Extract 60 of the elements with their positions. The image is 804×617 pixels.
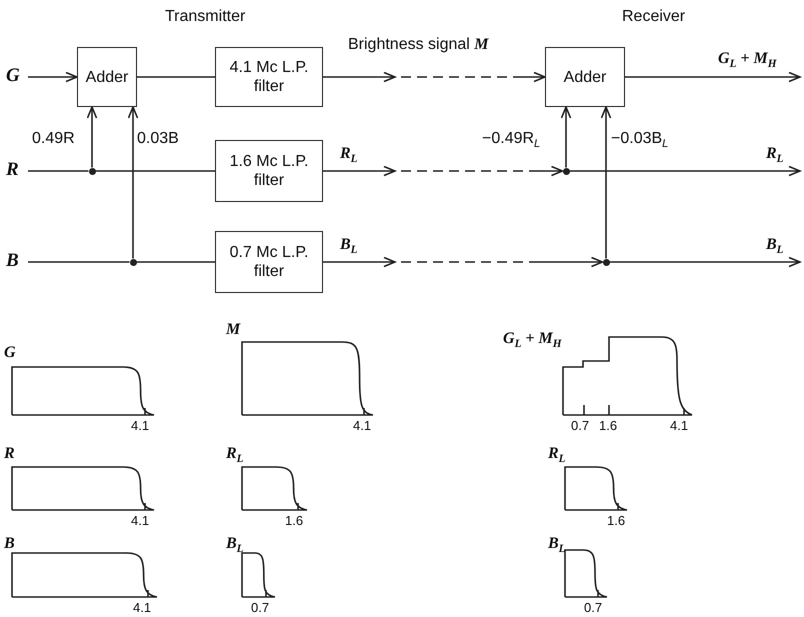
frequency-label: 1.6 [599,418,618,433]
edge-label: R$_{L}$ [340,145,358,166]
frequency-label: 4.1 [133,600,152,615]
connector-line [28,261,130,263]
frequency-label: 0.7 [251,600,270,615]
edge-label: B$_{L}$ [766,236,784,256]
spectrum-label: G [4,344,16,362]
connector-line [136,261,215,263]
spectrum-label: M [226,321,240,339]
edge-label: B$_{L}$ [340,236,358,256]
filter-box: 1.6 Mc L.P. filter [215,140,323,202]
edge-label: 0.03B [137,130,179,148]
adder-box: Adder [77,47,137,107]
arrow [610,256,801,268]
frequency-label: 4.1 [131,418,150,433]
edge-label: −0.49R$_{L}$ [482,130,540,150]
spectrum-label: R$_{L}$ [226,445,244,466]
input-label: R [6,159,19,181]
filter-box: 0.7 Mc L.P. filter [215,231,323,293]
edge-label: R$_{L}$ [766,145,784,166]
arrow [323,166,564,176]
frequency-label: 1.6 [607,513,626,528]
frequency-label: 4.1 [131,513,150,528]
junction-dot [602,258,610,266]
connector-line [28,170,88,172]
connector-line [137,76,215,78]
frequency-label: 4.1 [670,418,688,433]
arrow [625,72,801,82]
arrow [28,72,78,82]
arrow [600,106,612,258]
edge-label: 0.49R [32,130,75,148]
filter-box: 4.1 Mc L.P. filter [215,47,323,107]
arrow [323,72,545,82]
frequency-label: 1.6 [285,513,304,528]
arrow [570,166,801,176]
edge-label: −0.03B$_{L}$ [611,130,668,150]
arrow [323,257,604,268]
spectrum-label: B$_{L}$ [226,535,244,556]
spectrum-label: R [4,445,15,463]
section-heading: Transmitter [165,8,246,26]
junction-dot [562,168,570,174]
edge-label: G$_{L}$ + M$_{H}$ [718,50,776,70]
arrow [560,106,572,168]
spectrum-label: G$_{L}$ + M$_{H}$ [503,330,562,350]
frequency-label: 0.7 [571,418,590,433]
edge-label: Brightness signal M [348,36,489,54]
section-heading: Receiver [622,8,686,26]
spectrum-label: B [4,535,15,553]
arrow [86,106,98,168]
input-label: B [6,250,19,272]
input-label: G [6,65,20,87]
junction-dot [88,168,96,174]
frequency-label: 4.1 [353,418,372,433]
frequency-label: 0.7 [584,600,602,615]
adder-box: Adder [545,47,625,107]
arrow [128,106,138,258]
spectrum-label: R$_{L}$ [548,445,566,466]
connector-line [96,170,215,172]
junction-dot [130,258,136,266]
spectrum-label: B$_{L}$ [548,535,566,556]
